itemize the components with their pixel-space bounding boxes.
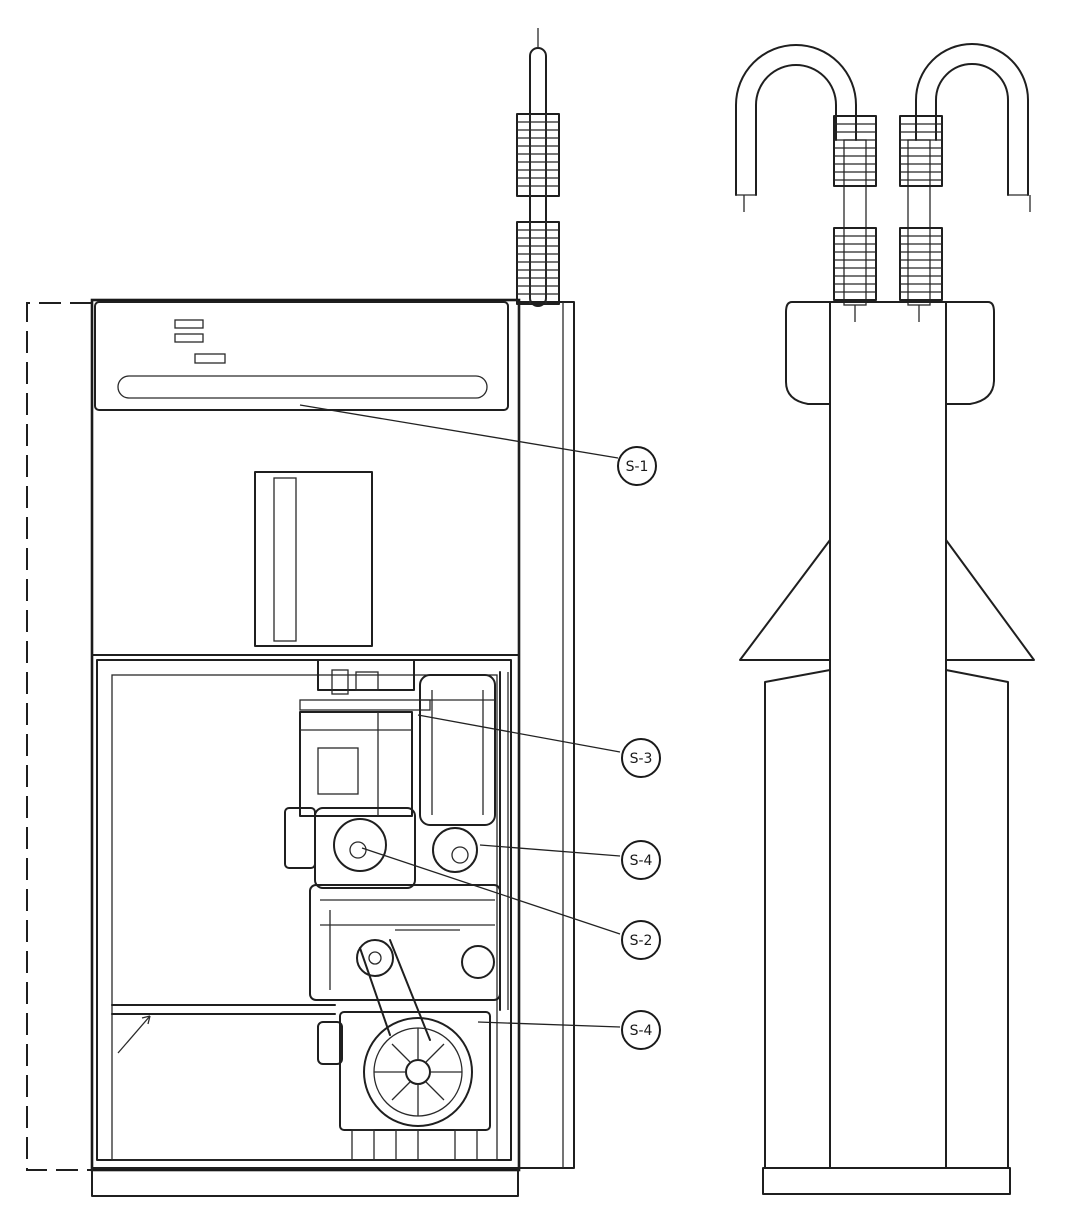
side-central-column	[829, 301, 947, 1169]
display-digits-3	[194, 353, 226, 364]
display-digits-1	[174, 319, 204, 329]
side-elevation-view	[735, 43, 1035, 1195]
lower-compartment	[96, 659, 512, 1161]
callout-s3: S-3	[621, 738, 661, 778]
pump-body	[314, 807, 416, 889]
hose-hook-left	[735, 44, 857, 196]
hose-hook-right	[915, 43, 1029, 196]
side-coil-right-upper	[899, 115, 943, 187]
callout-group: S-1 S-3 S-4 S-2 S-4	[299, 404, 661, 1050]
side-lower-housing	[764, 669, 1009, 1169]
nozzle-door-window	[273, 477, 297, 642]
callout-s1: S-1	[617, 446, 657, 486]
column-coil-lower	[516, 221, 560, 305]
display-slot	[117, 375, 488, 399]
callout-s4-upper-label: S-4	[630, 853, 653, 869]
display-head	[94, 301, 509, 411]
side-base	[762, 1167, 1011, 1195]
callout-s4-upper: S-4	[621, 840, 661, 880]
callout-s2-label: S-2	[630, 933, 653, 949]
column-coil-upper	[516, 113, 560, 197]
side-skirt-flare	[739, 539, 1035, 661]
side-coil-left-lower	[833, 227, 877, 301]
pump-mechanism	[284, 659, 509, 1161]
drive-belt	[359, 939, 431, 1041]
callout-s4-lower: S-4	[621, 1010, 661, 1050]
front-cutaway-view	[26, 28, 575, 1197]
dimension-bracket	[26, 302, 92, 1171]
side-coil-left-upper	[833, 115, 877, 187]
display-digits-2	[174, 333, 204, 343]
motor-base	[339, 1011, 491, 1131]
callout-s2: S-2	[621, 920, 661, 960]
cabinet-base	[91, 1167, 519, 1197]
drive-pulley	[363, 1017, 473, 1127]
column-hose-pipe	[529, 47, 547, 307]
callout-s1-label: S-1	[626, 459, 649, 475]
side-head	[785, 301, 995, 405]
motor-cylinder	[419, 674, 496, 826]
callout-s4-lower-label: S-4	[630, 1023, 653, 1039]
transmission-block	[309, 884, 501, 1001]
side-coil-right-lower	[899, 227, 943, 301]
meter-unit	[299, 711, 413, 817]
nozzle-door	[254, 471, 373, 647]
callout-s3-label: S-3	[630, 751, 653, 767]
